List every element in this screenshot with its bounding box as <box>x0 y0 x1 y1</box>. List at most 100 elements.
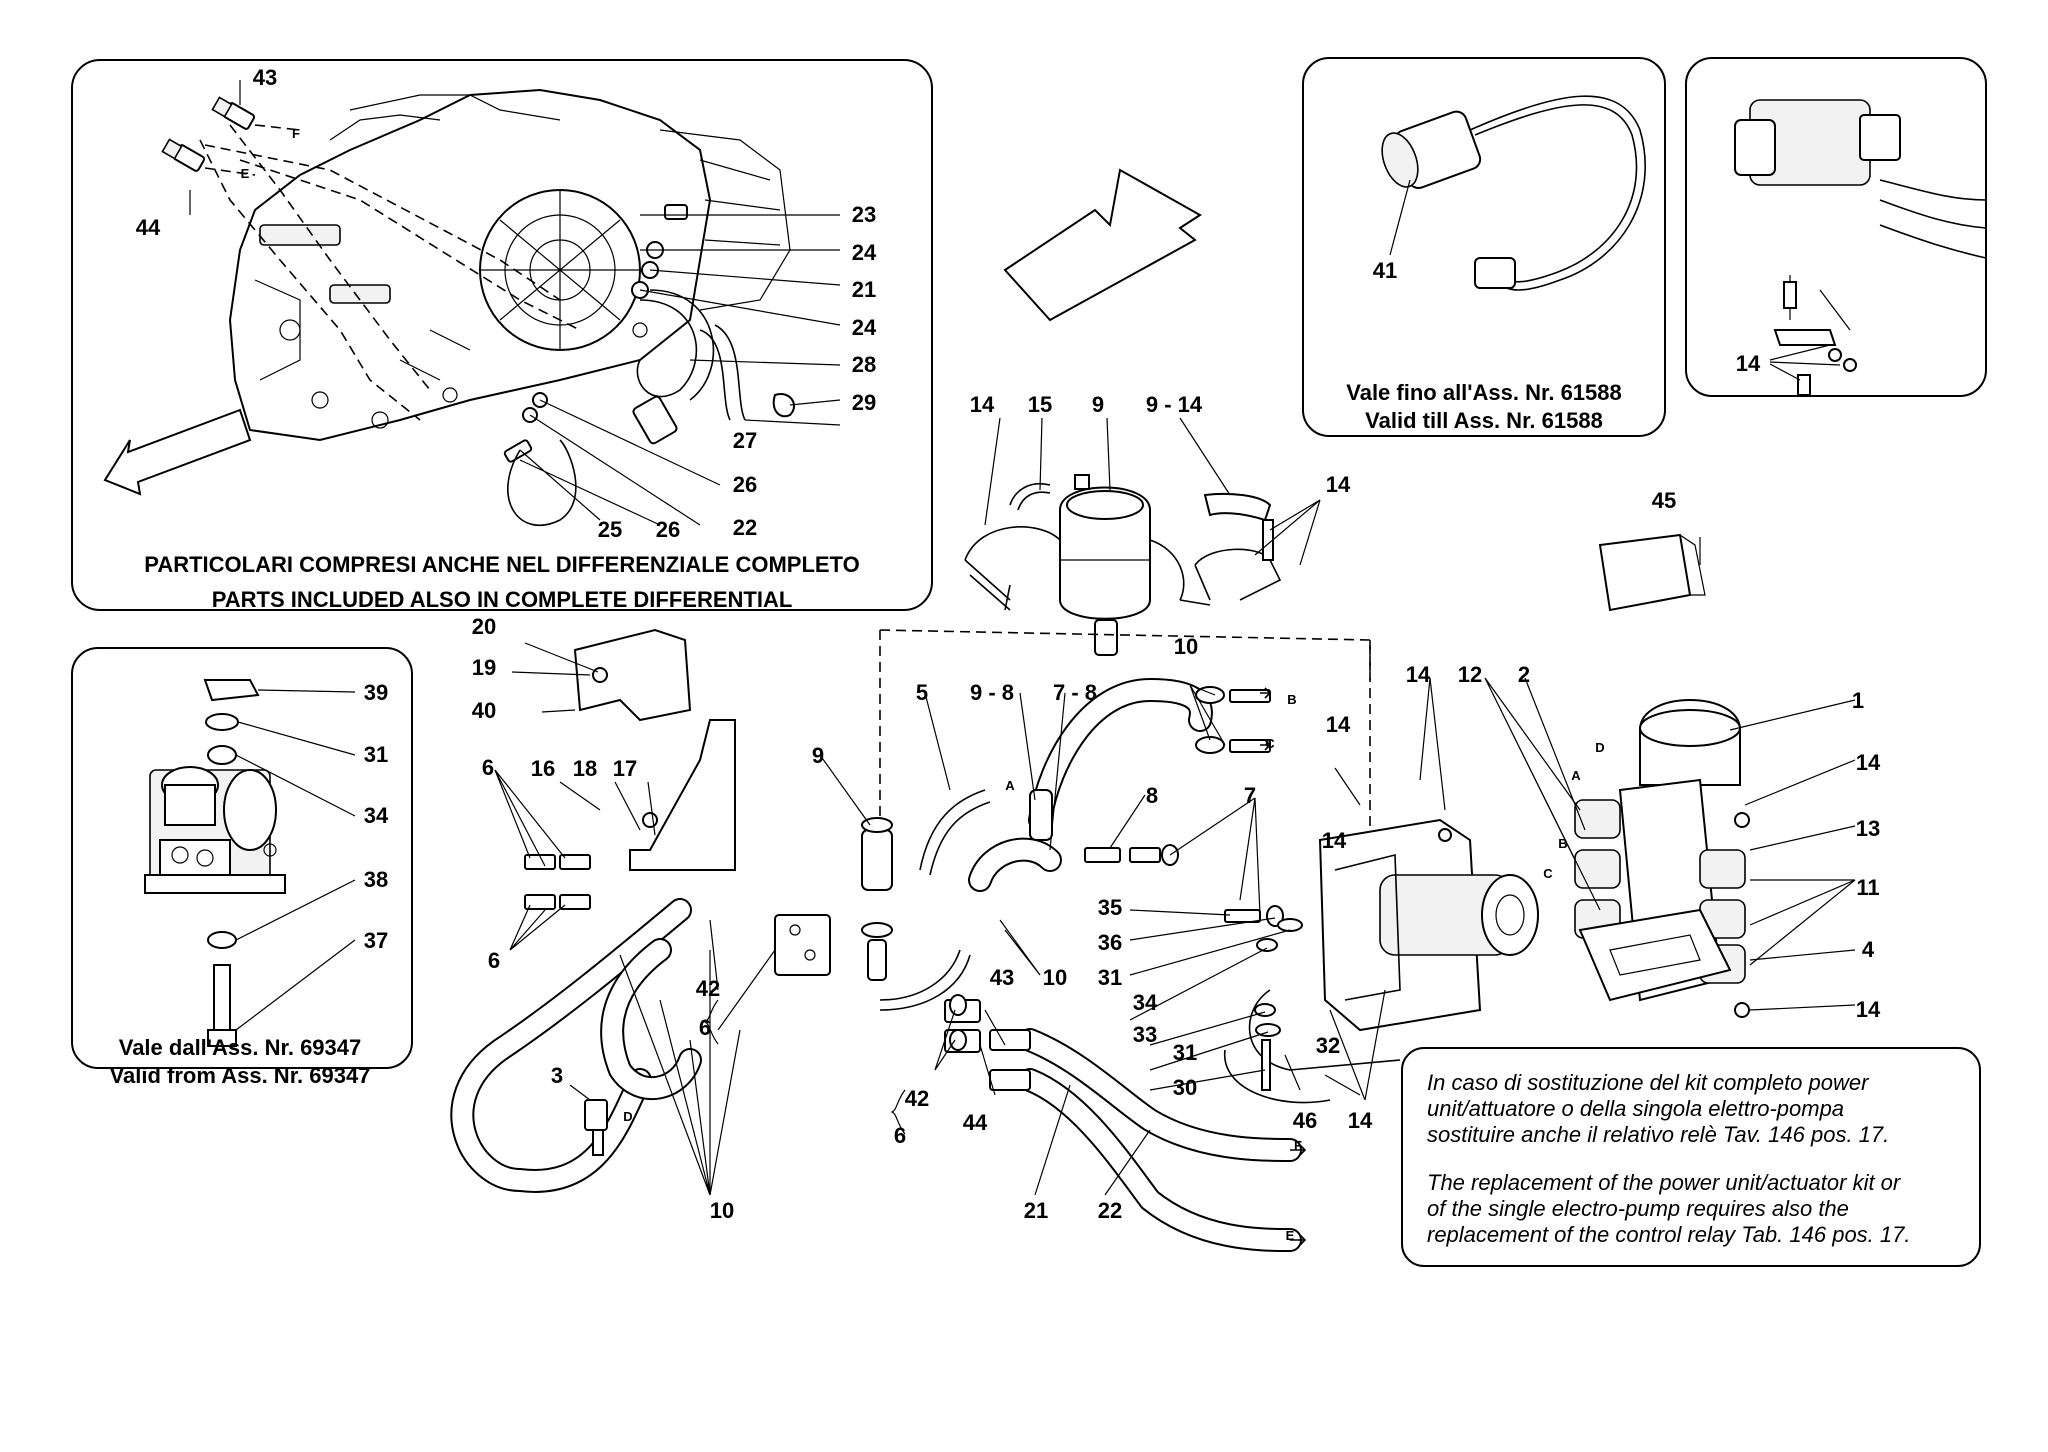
replacement-note: In caso di sostituzione del kit completo… <box>1401 1047 1981 1267</box>
conn-letter-a: A <box>1005 778 1015 793</box>
conn-letter-a-b: A <box>1571 768 1581 783</box>
inset-bracket: 39 31 34 38 37 Vale dall'Ass. Nr. 69347 … <box>71 647 413 1088</box>
part-label-46: 46 <box>1293 1108 1317 1133</box>
part-label-24: 24 <box>852 240 877 265</box>
inset-differential: 43 44 23 24 21 24 28 29 27 26 25 26 22 F… <box>71 59 933 612</box>
part-label-21: 21 <box>852 277 876 302</box>
part-label-14-f: 14 <box>1856 750 1881 775</box>
sensor-44-drawing <box>161 138 206 172</box>
part-label-22: 22 <box>733 515 757 540</box>
reservoir-drawing <box>1059 486 1151 620</box>
part-label-40: 40 <box>472 698 496 723</box>
note-frame <box>1401 1047 1981 1267</box>
conn-letter-b-b: B <box>1558 836 1567 851</box>
part-label-14: 14 <box>1326 472 1351 497</box>
part-label-22: 22 <box>1098 1198 1122 1223</box>
inset-sensor-caption-it: Vale fino all'Ass. Nr. 61588 <box>1346 380 1622 405</box>
part-label-2: 2 <box>1518 662 1530 687</box>
direction-arrow-right <box>1003 168 1202 322</box>
connector-drawing <box>1474 257 1516 289</box>
inset-pump-detail: 14 <box>1685 57 1987 397</box>
inset-differential-caption-it: PARTICOLARI COMPRESI ANCHE NEL DIFFERENZ… <box>144 552 859 577</box>
bushing-38-drawing <box>207 931 237 949</box>
part-label-11: 11 <box>1856 875 1879 900</box>
part-label-17: 17 <box>613 756 637 781</box>
inset-bracket-frame <box>71 647 413 1069</box>
note-it-line-2: unit/attuatore o della singola elettro-p… <box>1427 1096 1844 1121</box>
part-label-14-d: 14 <box>1322 828 1347 853</box>
part-label-10-c: 10 <box>710 1198 734 1223</box>
hose-letter-e: E <box>241 166 250 181</box>
part-label-9: 9 <box>1092 392 1104 417</box>
part-label-27: 27 <box>733 428 757 453</box>
part-label-26-b: 26 <box>656 517 680 542</box>
part-label-6: 6 <box>482 755 494 780</box>
part-label-30: 30 <box>1173 1075 1197 1100</box>
bolt-37-drawing <box>213 964 231 1031</box>
connector-block-drawing <box>774 914 831 976</box>
part-label-37: 37 <box>364 928 388 953</box>
direction-arrow-left <box>103 408 252 496</box>
part-label-42-b: 42 <box>905 1086 929 1111</box>
washer-31-drawing <box>205 713 239 731</box>
part-label-6-d: 6 <box>894 1123 906 1148</box>
electro-pump-drawing <box>1248 818 1539 1071</box>
part-label-14-g: 14 <box>1856 997 1881 1022</box>
part-label-31-b: 31 <box>1173 1040 1197 1065</box>
part-label-25: 25 <box>598 517 622 542</box>
part-label-45: 45 <box>1652 488 1676 513</box>
inset-differential-caption-en: PARTS INCLUDED ALSO IN COMPLETE DIFFEREN… <box>212 587 793 612</box>
conn-letter-d-b: D <box>1595 740 1604 755</box>
conn-letter-c-b: C <box>1543 866 1553 881</box>
part-label-31: 31 <box>1098 965 1122 990</box>
part-label-14: 14 <box>970 392 995 417</box>
part-label-7: 7 <box>1244 783 1256 808</box>
part-label-6-b: 6 <box>488 948 500 973</box>
part-label-28: 28 <box>852 352 876 377</box>
note-it-line-1: In caso di sostituzione del kit completo… <box>1427 1070 1870 1095</box>
inset-differential-frame <box>71 59 933 611</box>
part-label-10: 10 <box>1174 634 1198 659</box>
note-en-line-1: The replacement of the power unit/actuat… <box>1427 1170 1902 1195</box>
inset-bracket-caption-en: Valid from Ass. Nr. 69347 <box>110 1063 371 1088</box>
part-label-14: 14 <box>1736 351 1761 376</box>
conn-letter-f: F <box>1294 1138 1302 1153</box>
part-label-44: 44 <box>963 1110 988 1135</box>
note-en-line-3: replacement of the control relay Tab. 14… <box>1427 1222 1910 1247</box>
conn-letter-e: E <box>1286 1228 1295 1243</box>
part-label-16: 16 <box>531 756 555 781</box>
part-label-14-e: 14 <box>1406 662 1431 687</box>
bushing-34-drawing <box>207 745 237 765</box>
inset-sensor-caption-en: Valid till Ass. Nr. 61588 <box>1365 408 1603 433</box>
bracket-40-drawing <box>573 628 692 722</box>
booklet-45-drawing <box>1598 533 1692 612</box>
part-label-1: 1 <box>1852 688 1864 713</box>
part-label-33: 33 <box>1133 1022 1157 1047</box>
part-label-6-c: 6 <box>699 1015 711 1040</box>
part-label-18: 18 <box>573 756 597 781</box>
part-label-8: 8 <box>1146 783 1158 808</box>
inset-pump-detail-frame <box>1685 57 1987 397</box>
conn-letter-c: C <box>1265 736 1275 751</box>
part-label-3: 3 <box>551 1063 563 1088</box>
conn-letter-b: B <box>1287 692 1296 707</box>
part-label-31: 31 <box>364 742 388 767</box>
pump-unit-small-drawing <box>144 766 286 894</box>
part-label-41: 41 <box>1373 258 1397 283</box>
part-label-9-8: 9 - 8 <box>970 680 1014 705</box>
part-label-36: 36 <box>1098 930 1122 955</box>
part-label-20: 20 <box>472 614 496 639</box>
part-label-23: 23 <box>852 202 876 227</box>
transmission-housing-drawing <box>228 88 791 442</box>
hose-letter-f: F <box>292 126 300 141</box>
part-label-38: 38 <box>364 867 388 892</box>
part-label-34: 34 <box>364 803 389 828</box>
part-label-9-14: 9 - 14 <box>1146 392 1203 417</box>
part-label-12: 12 <box>1458 662 1482 687</box>
part-label-9-b: 9 <box>812 743 824 768</box>
part-label-10-b: 10 <box>1043 965 1067 990</box>
part-label-44: 44 <box>136 215 161 240</box>
part-label-14-h: 14 <box>1348 1108 1373 1133</box>
part-label-21: 21 <box>1024 1198 1048 1223</box>
